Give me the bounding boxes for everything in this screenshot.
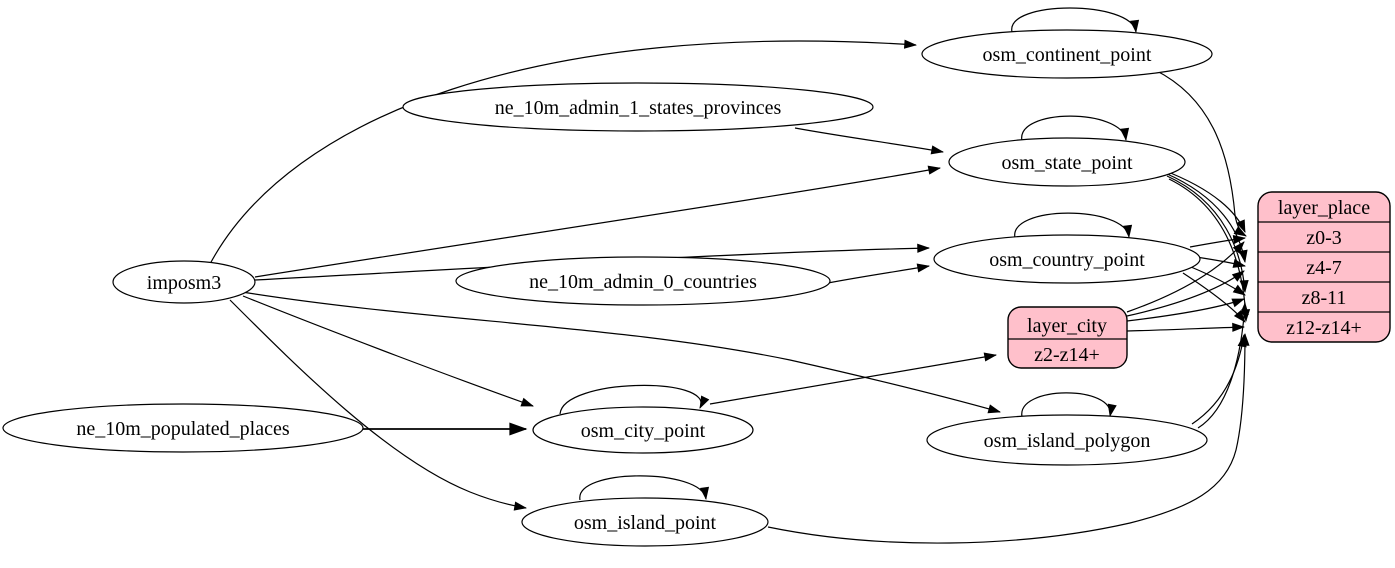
node-shape xyxy=(921,29,1213,79)
edge-ne-10m-admin-1-to-osm-state-point xyxy=(794,127,945,155)
node-label: osm_country_point xyxy=(989,249,1145,271)
self-loop-osm-continent-point xyxy=(1011,7,1140,34)
edge-imposm3-to-osm-continent-point xyxy=(209,39,918,265)
edge-imposm3-to-osm-island-point xyxy=(229,299,528,511)
node-osm-country-point: osm_country_point xyxy=(933,234,1201,284)
edge-osm-state-point-to-layer-place-z0-3 xyxy=(1162,169,1246,233)
node-label: ne_10m_populated_places xyxy=(76,418,289,440)
node-ne-10m-admin-0-countries: ne_10m_admin_0_countries xyxy=(455,256,831,306)
edge-imposm3-to-osm-state-point xyxy=(254,165,942,278)
node-label: osm_continent_point xyxy=(983,44,1152,66)
node-label: imposm3 xyxy=(147,272,221,294)
node-shape xyxy=(455,256,831,306)
node-shape xyxy=(521,497,769,547)
node-layer-city: layer_city z2-z14+ xyxy=(1007,306,1128,369)
node-imposm3: imposm3 xyxy=(112,260,256,304)
node-shape xyxy=(2,403,364,453)
node-osm-city-point: osm_city_point xyxy=(532,406,754,454)
record-row-z12-z14: z12-z14+ xyxy=(1286,317,1362,339)
edge-osm-country-point-to-layer-place-z8-11 xyxy=(1190,266,1246,296)
edge-osm-island-point-to-layer-place-z12-z14 xyxy=(767,332,1250,544)
node-osm-island-point: osm_island_point xyxy=(521,497,769,547)
edge-group xyxy=(209,7,1251,544)
record-shape xyxy=(1007,306,1128,369)
node-label: ne_10m_admin_1_states_provinces xyxy=(495,97,782,119)
self-loop-osm-island-polygon xyxy=(1021,392,1117,418)
edge-layer-city-to-layer-place-z4-7 xyxy=(1126,270,1245,317)
node-shape xyxy=(532,406,754,454)
record-row-z4-7: z4-7 xyxy=(1306,257,1342,279)
edge-osm-country-point-to-layer-place-z12-z14 xyxy=(1182,272,1246,323)
node-osm-island-polygon: osm_island_polygon xyxy=(926,414,1208,466)
node-label: osm_island_point xyxy=(574,512,717,534)
self-loop-osm-island-point xyxy=(579,475,710,501)
node-label: osm_city_point xyxy=(581,420,706,442)
edge-osm-country-point-to-layer-place-z4-7 xyxy=(1195,256,1246,268)
node-layer-place: layer_place z0-3 z4-7 z8-11 z12-z14+ xyxy=(1257,191,1391,343)
node-label: ne_10m_admin_0_countries xyxy=(529,271,757,293)
edge-layer-city-to-layer-place-z8-11 xyxy=(1126,298,1245,322)
node-osm-continent-point: osm_continent_point xyxy=(921,29,1213,79)
self-loop-osm-city-point xyxy=(559,384,710,415)
edge-imposm3-to-osm-island-polygon xyxy=(241,291,1001,414)
node-ne-10m-populated-places: ne_10m_populated_places xyxy=(2,403,364,453)
record-title: layer_place xyxy=(1278,197,1370,219)
edge-osm-island-polygon-to-layer-place-z12-z14 xyxy=(1191,333,1247,425)
record-row-z0-3: z0-3 xyxy=(1306,227,1342,249)
node-shape xyxy=(948,137,1186,187)
edge-layer-city-to-layer-place-z0-3 xyxy=(1126,241,1245,313)
edge-imposm3-to-osm-city-point xyxy=(242,295,534,407)
node-ne-10m-admin-1-states-provinces: ne_10m_admin_1_states_provinces xyxy=(402,82,874,132)
record-row-z2-z14: z2-z14+ xyxy=(1034,344,1100,366)
node-osm-state-point: osm_state_point xyxy=(948,137,1186,187)
edge-osm-city-point-to-layer-city xyxy=(709,352,998,405)
edge-osm-country-point-to-layer-place-z0-3 xyxy=(1189,235,1247,248)
node-label: osm_state_point xyxy=(1001,152,1133,174)
edge-osm-island-polygon-to-layer-place-z8-11 xyxy=(1197,301,1249,429)
self-loop-osm-country-point xyxy=(1014,212,1133,239)
node-label: osm_island_polygon xyxy=(984,430,1151,452)
node-shape xyxy=(402,82,874,132)
record-row-z8-11: z8-11 xyxy=(1302,287,1347,309)
self-loop-osm-state-point xyxy=(1021,115,1130,142)
node-shape xyxy=(112,260,256,304)
edge-layer-city-to-layer-place-z12-z14 xyxy=(1126,322,1246,332)
node-shape xyxy=(933,234,1201,284)
record-title: layer_city xyxy=(1027,315,1107,337)
node-shape xyxy=(926,414,1208,466)
record-shape xyxy=(1257,191,1391,343)
edge-ne-10m-admin-0-to-osm-country-point xyxy=(827,263,931,284)
